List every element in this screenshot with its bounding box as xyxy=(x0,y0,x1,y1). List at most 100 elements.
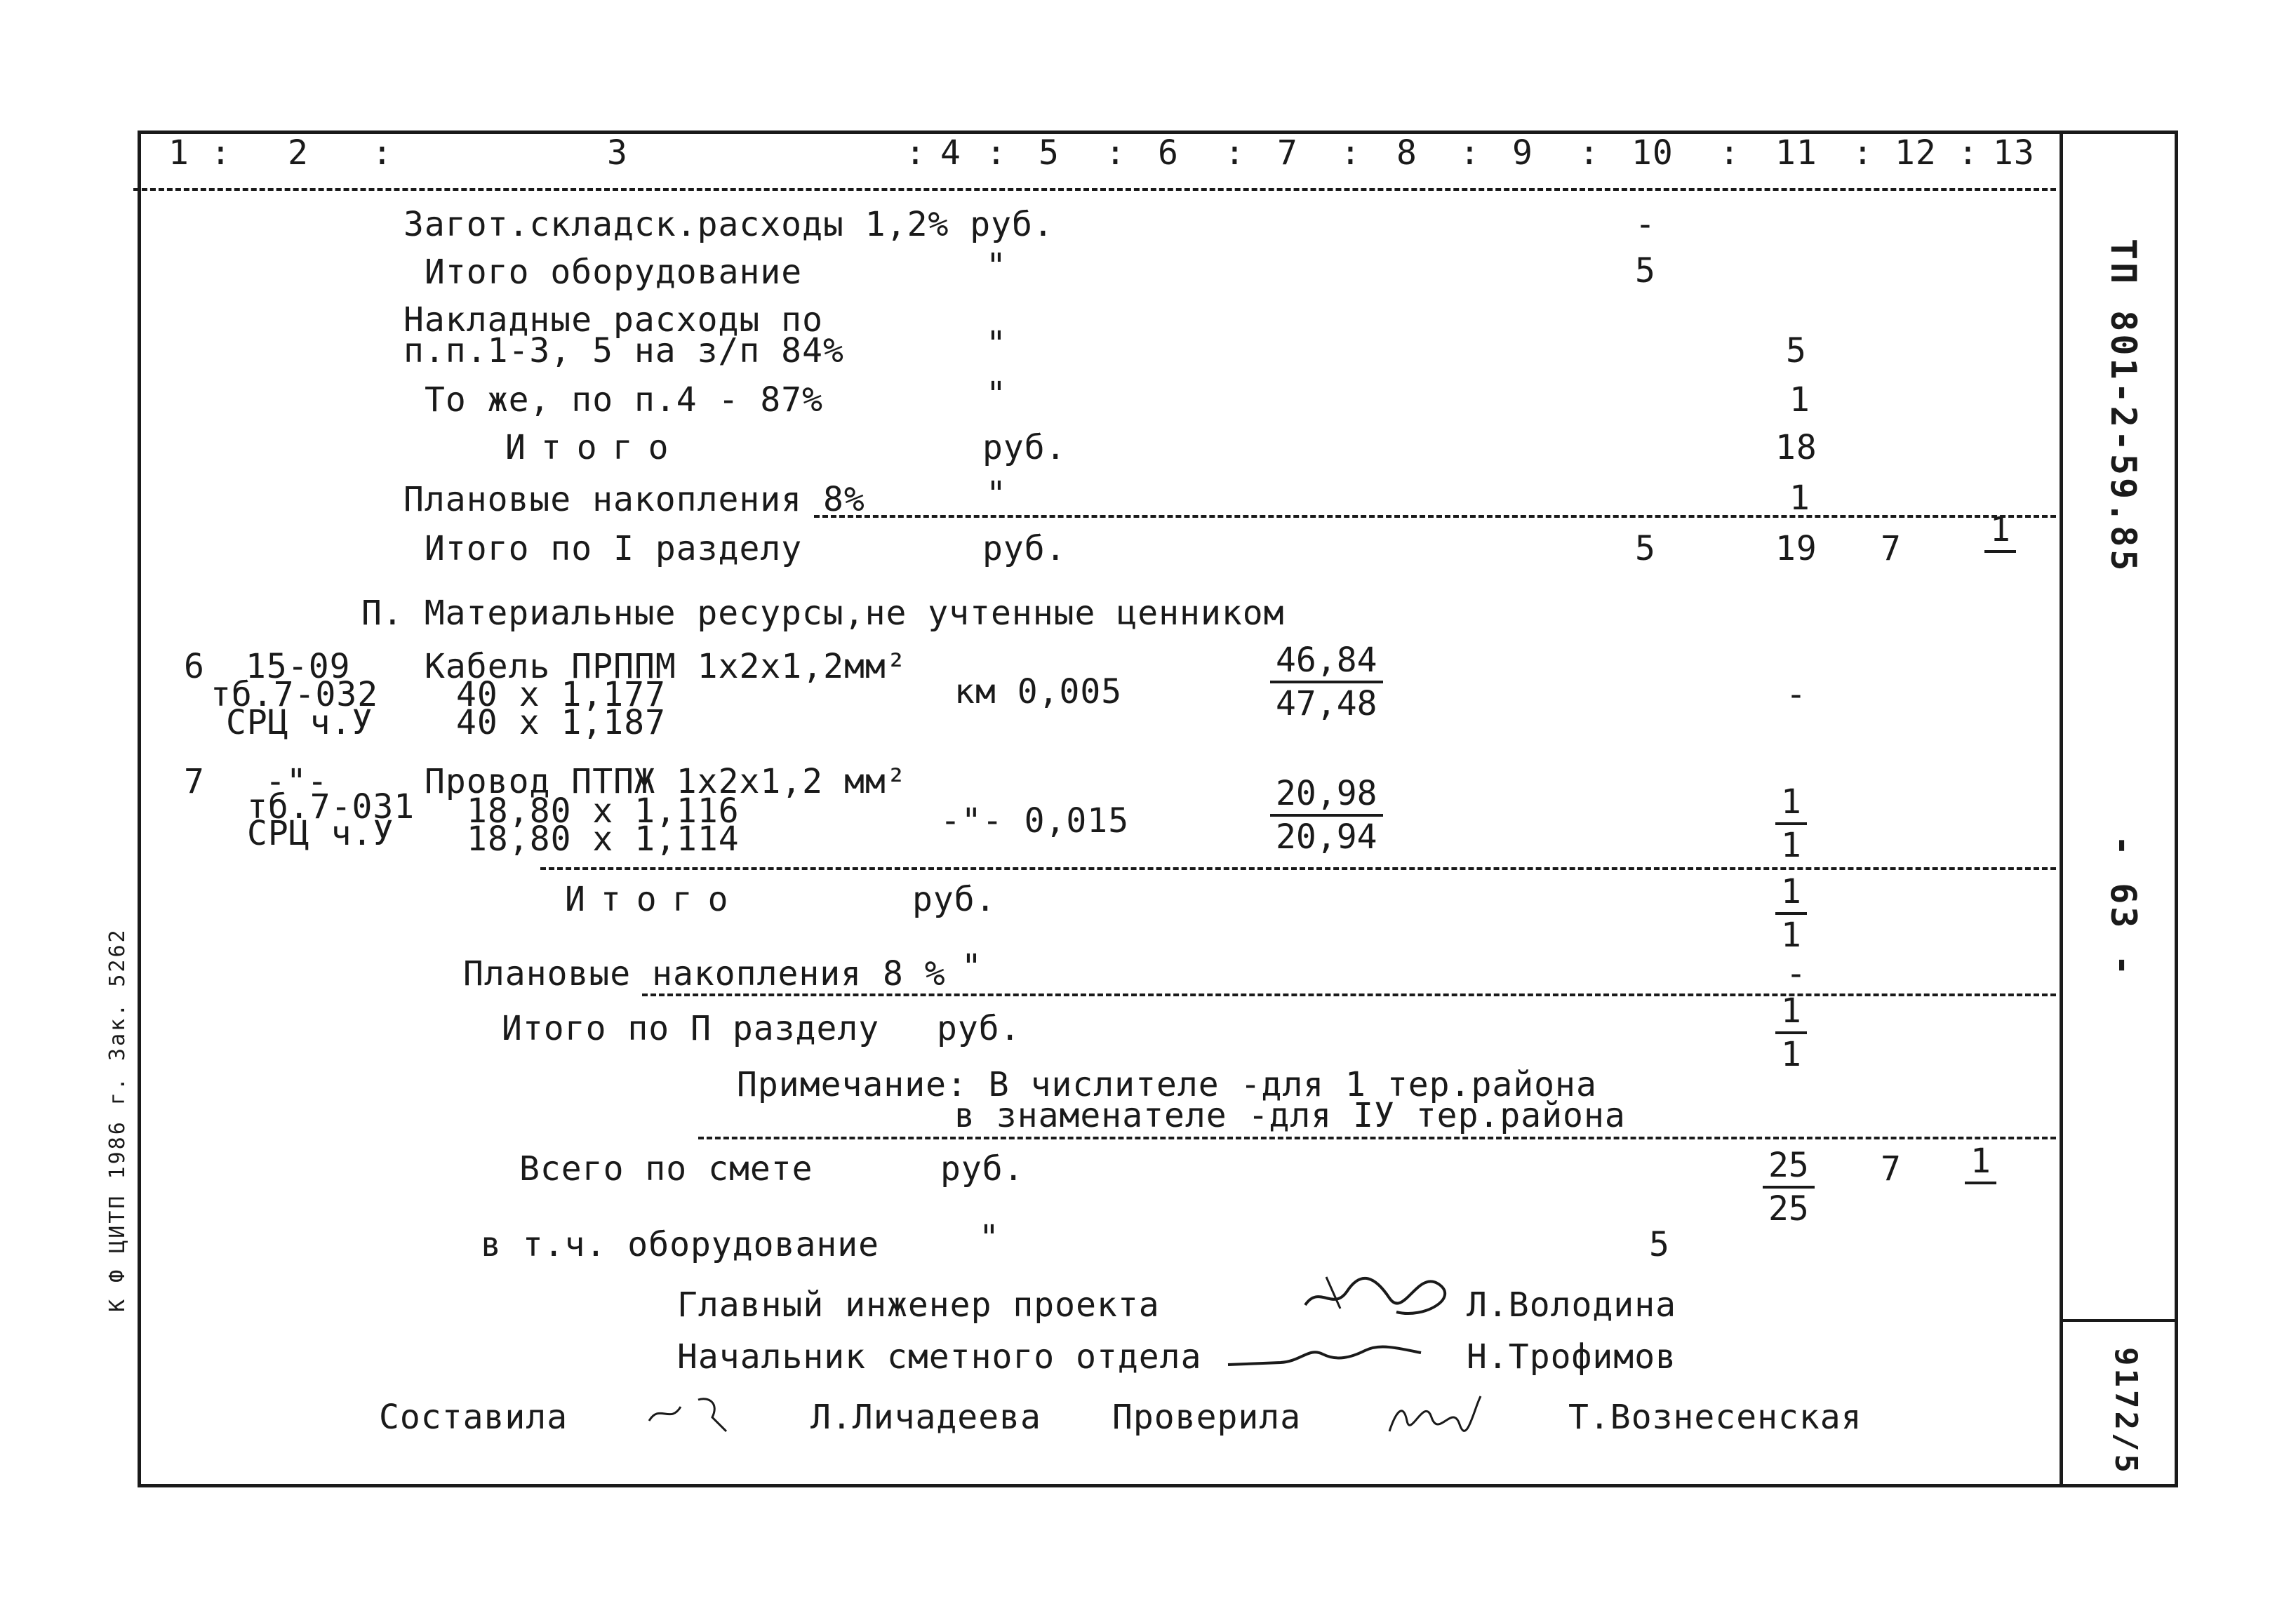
vtch-unit: " xyxy=(979,1218,1000,1257)
table-frame xyxy=(138,131,2178,1487)
nakl-label-2: п.п.1-3, 5 на з/п 84% xyxy=(403,331,844,370)
nakl-label-1: Накладные расходы по xyxy=(403,300,823,340)
vsego-unit: руб. xyxy=(940,1149,1024,1189)
checked-signature xyxy=(1388,1396,1482,1432)
plan2-col11: - xyxy=(1786,954,1807,993)
col-sep: : xyxy=(905,133,926,173)
itogo-obor-unit: " xyxy=(986,246,1007,286)
note-line-1: Примечание: В числителе -для 1 тер.район… xyxy=(737,1065,1597,1104)
head-signature xyxy=(1227,1345,1422,1366)
item7-qty: -"- 0,015 xyxy=(940,801,1130,841)
col-header-9: 9 xyxy=(1512,133,1533,173)
col-sep: : xyxy=(1719,133,1740,173)
head-estimates-name: Н.Трофимов xyxy=(1467,1337,1676,1377)
col-sep: : xyxy=(1460,133,1481,173)
col-header-6: 6 xyxy=(1158,133,1179,173)
item7-ref2: СРЦ ч.У xyxy=(247,814,394,853)
col-sep: : xyxy=(1224,133,1246,173)
itogo2-unit: руб. xyxy=(912,880,996,919)
tozhe-label: То же, по п.4 - 87% xyxy=(425,380,824,420)
item7-name: Провод ПТПЖ 1х2х1,2 мм² xyxy=(425,762,907,801)
itogo1-label: Итого xyxy=(505,428,684,467)
chief-signature xyxy=(1304,1276,1446,1315)
item6-name: Кабель ПРППМ 1х2х1,2мм² xyxy=(425,647,907,686)
item6-ref2: СРЦ ч.У xyxy=(226,703,373,742)
stamp-divider xyxy=(2063,1319,2175,1322)
section2-title: П. Материальные ресурсы,не учтенные ценн… xyxy=(361,594,1285,633)
razdel1-unit: руб. xyxy=(982,529,1067,568)
itogo-obor-label: Итого оборудование xyxy=(425,253,803,292)
compiled-signature xyxy=(648,1398,728,1433)
col-header-3: 3 xyxy=(607,133,628,173)
razdel2-label: Итого по П разделу xyxy=(502,1009,880,1048)
sheet-number: 9172/5 xyxy=(2108,1347,2144,1476)
item6-no: 6 xyxy=(184,647,205,686)
col-sep: : xyxy=(1105,133,1126,173)
head-estimates-title: Начальник сметного отдела xyxy=(677,1337,1202,1377)
item6-price: 46,84 47,48 xyxy=(1270,643,1383,722)
col-sep: : xyxy=(986,133,1007,173)
item7-ref1: тб.7-031 xyxy=(247,787,415,827)
vsego-col11: 25 25 xyxy=(1763,1148,1815,1227)
razdel1-col13: 1 xyxy=(1984,512,2016,556)
vsego-label: Всего по смете xyxy=(519,1149,813,1189)
vtch-col10: 5 xyxy=(1649,1225,1670,1264)
tozhe-unit: " xyxy=(986,375,1007,414)
compiled-title: Составила xyxy=(379,1398,568,1437)
nakl-col11: 5 xyxy=(1786,331,1807,370)
col-sep: : xyxy=(1853,133,1874,173)
plan1-unit: " xyxy=(986,474,1007,514)
item6-qty: км 0,005 xyxy=(954,672,1123,711)
itogo1-unit: руб. xyxy=(982,428,1067,467)
razdel2-unit: руб. xyxy=(937,1009,1021,1048)
plan1-col11: 1 xyxy=(1789,479,1810,518)
nakl-unit: " xyxy=(986,324,1007,363)
plan1-label: Плановые накопления 8% xyxy=(403,480,865,519)
itogo2-col11: 1 1 xyxy=(1775,874,1807,954)
col-sep: : xyxy=(211,133,232,173)
vtch-label: в т.ч. оборудование xyxy=(481,1225,880,1264)
col-header-4: 4 xyxy=(940,133,961,173)
col-header-13: 13 xyxy=(1993,133,2035,173)
col-sep: : xyxy=(372,133,393,173)
col-header-12: 12 xyxy=(1895,133,1937,173)
header-divider xyxy=(133,188,2056,191)
plan2-label: Плановые накопления 8 % xyxy=(463,954,946,993)
plan2-divider xyxy=(642,993,2056,996)
item7-calc2: 18,80 х 1,114 xyxy=(467,819,740,859)
doc-code: ТП 801-2-59.85 xyxy=(2103,239,2144,574)
checked-title: Проверила xyxy=(1112,1398,1302,1437)
zagot-label: Загот.складск.расходы 1,2% руб. xyxy=(403,205,1054,244)
item7-calc1: 18,80 х 1,116 xyxy=(467,791,740,831)
col-header-7: 7 xyxy=(1277,133,1298,173)
note-line-2: в знаменателе -для IУ тер.района xyxy=(954,1096,1626,1135)
razdel1-col10: 5 xyxy=(1635,529,1656,568)
col-sep: : xyxy=(1579,133,1600,173)
itogo1-col11: 18 xyxy=(1775,428,1817,467)
page-number: - 63 - xyxy=(2103,835,2144,979)
item6-calc1: 40 х 1,177 xyxy=(456,675,666,714)
col-header-11: 11 xyxy=(1775,133,1817,173)
itogo2-label: Итого xyxy=(565,880,744,919)
item7-code: -"- xyxy=(265,762,328,801)
item6-col11: - xyxy=(1786,675,1807,714)
item7-price: 20,98 20,94 xyxy=(1270,776,1383,855)
tozhe-col11: 1 xyxy=(1789,380,1810,420)
item6-code: 15-09 xyxy=(246,647,351,686)
razdel2-col11: 1 1 xyxy=(1775,993,1807,1073)
item7-no: 7 xyxy=(184,762,205,801)
item7-col11: 1 1 xyxy=(1775,784,1807,864)
col-header-1: 1 xyxy=(168,133,189,173)
col-sep: : xyxy=(1340,133,1361,173)
print-info: К Ф ЦИТП 1986 г. Зак. 5262 xyxy=(105,928,130,1312)
checked-name: Т.Вознесенская xyxy=(1568,1398,1862,1437)
razdel1-label: Итого по I разделу xyxy=(425,529,803,568)
col-sep: : xyxy=(1958,133,1979,173)
col-header-10: 10 xyxy=(1631,133,1674,173)
zagot-col10: - xyxy=(1635,205,1656,244)
col-header-5: 5 xyxy=(1039,133,1060,173)
itogo-obor-col10: 5 xyxy=(1635,251,1656,290)
vsego-col13: 1 xyxy=(1965,1144,1996,1187)
section1-divider xyxy=(814,515,2056,518)
